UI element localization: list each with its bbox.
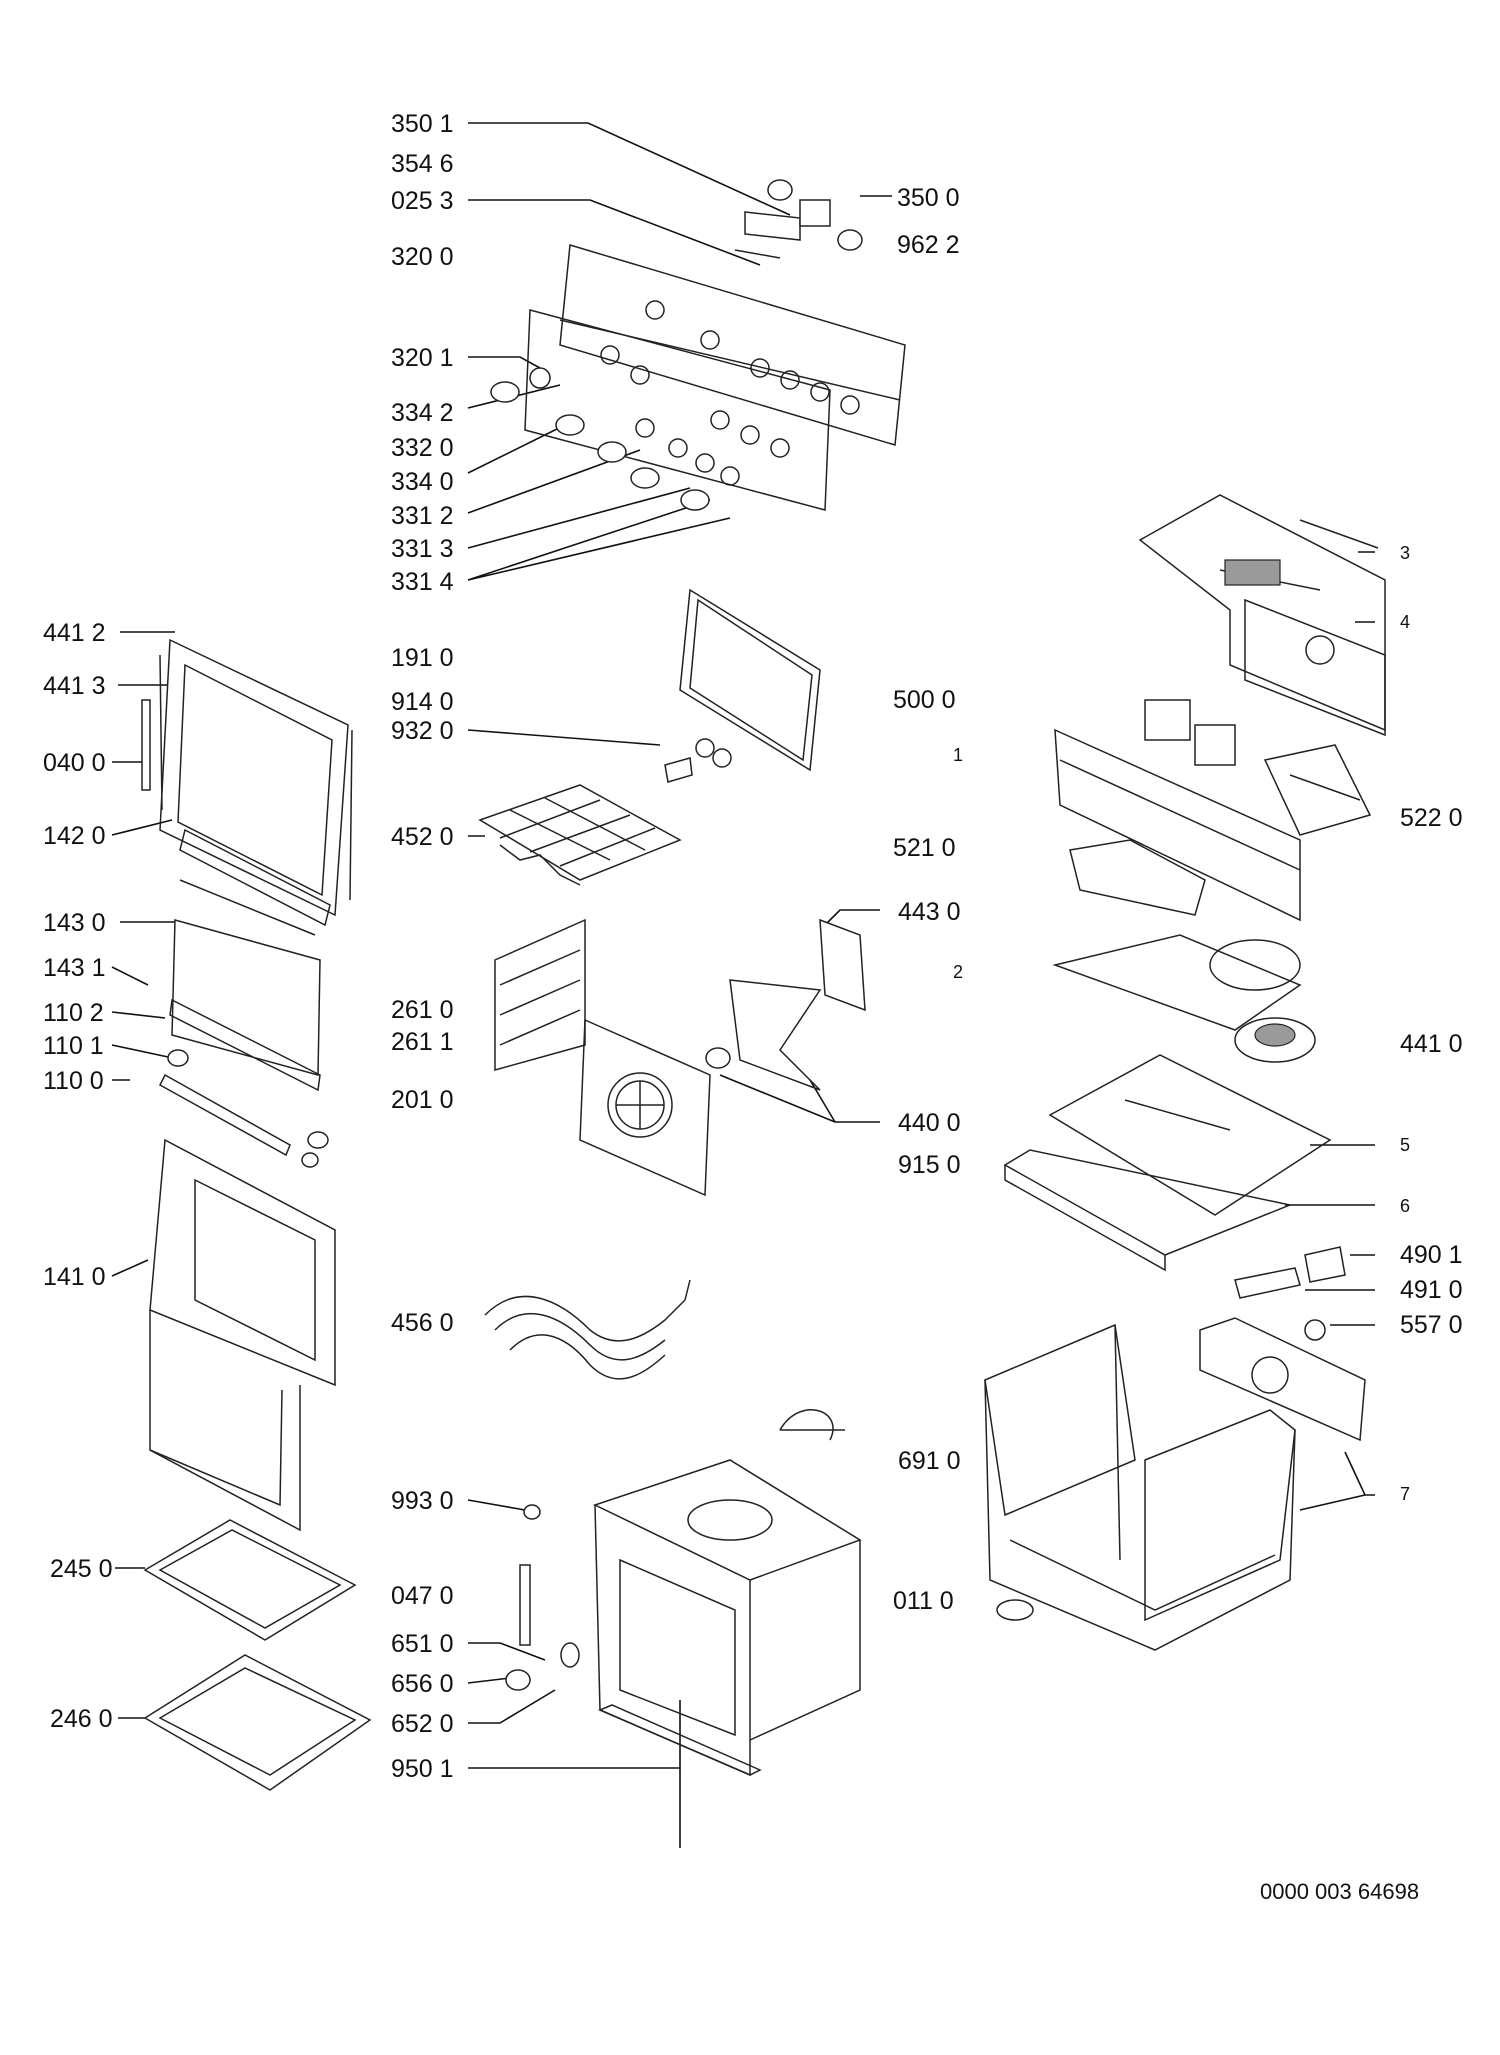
door-trim	[159, 1073, 291, 1157]
wire-shelf	[143, 1519, 357, 1641]
lamp-parts	[664, 738, 732, 783]
callout-441-2: 441 2	[43, 619, 106, 647]
callout-143-1: 143 1	[43, 954, 106, 982]
inner-door-glass	[171, 919, 321, 1076]
oven-carcass-frame	[984, 1323, 1296, 1651]
fan-motor-assembly	[705, 918, 866, 1091]
callout-246-0: 246 0	[50, 1705, 113, 1733]
document-code: 0000 003 64698	[1260, 1879, 1419, 1904]
oven-cavity	[593, 1459, 862, 1777]
callout-452-0: 452 0	[391, 823, 454, 851]
control-panel-back	[524, 309, 831, 511]
oven-lamp	[779, 1409, 845, 1441]
outer-door-glass	[159, 638, 349, 917]
callout-245-0: 245 0	[50, 1555, 113, 1583]
callout-500-0: 500 0	[893, 686, 956, 714]
door-frame	[149, 1138, 336, 1387]
callout-914-0: 914 0	[391, 688, 454, 716]
door-assembly	[141, 638, 353, 1532]
callout-950-1: 950 1	[391, 1755, 454, 1783]
grill-rack	[478, 784, 682, 886]
callout-4: 4	[1400, 612, 1410, 632]
small-fixings	[505, 1504, 580, 1691]
control-panel-assembly	[490, 179, 906, 511]
control-knobs	[490, 367, 740, 511]
callout-261-0: 261 0	[391, 996, 454, 1024]
callout-915-0: 915 0	[898, 1151, 961, 1179]
rear-panel-fan-cover	[579, 1018, 711, 1197]
callout-656-0: 656 0	[391, 1670, 454, 1698]
callout-142-0: 142 0	[43, 822, 106, 850]
callout-320-0: 320 0	[391, 243, 454, 271]
callout-456-0: 456 0	[391, 1309, 454, 1337]
callout-331-2: 331 2	[391, 502, 454, 530]
callout-047-0: 047 0	[391, 1582, 454, 1610]
baking-tray	[143, 1654, 372, 1791]
callout-441-0: 441 0	[1400, 1030, 1463, 1058]
callout-141-0: 141 0	[43, 1263, 106, 1291]
callout-2: 2	[953, 962, 963, 982]
callout-557-0: 557 0	[1400, 1311, 1463, 1339]
callout-350-0: 350 0	[897, 184, 960, 212]
heat-shield-plate	[1048, 1054, 1332, 1216]
callout-040-0: 040 0	[43, 749, 106, 777]
control-panel-front	[559, 244, 906, 446]
rear-electrical-panel	[1199, 1246, 1366, 1442]
fan-duct-housing	[1054, 728, 1301, 922]
callout-491-0: 491 0	[1400, 1276, 1463, 1304]
insulation-plate	[1003, 1149, 1293, 1272]
callout-334-2: 334 2	[391, 399, 454, 427]
panel-knob-holes	[600, 300, 860, 458]
callout-331-4: 331 4	[391, 568, 454, 596]
top-cover-plate	[1138, 494, 1386, 732]
callout-labels: 350 1 354 6 025 3 320 0 350 0 962 2 320 …	[43, 110, 1463, 1904]
callout-521-0: 521 0	[893, 834, 956, 862]
callout-440-0: 440 0	[898, 1109, 961, 1137]
callout-201-0: 201 0	[391, 1086, 454, 1114]
callout-691-0: 691 0	[898, 1447, 961, 1475]
leader-lines	[111, 122, 1375, 1848]
callout-110-1: 110 1	[43, 1032, 104, 1060]
callout-651-0: 651 0	[391, 1630, 454, 1658]
door-hinge	[141, 699, 151, 791]
callout-025-3: 025 3	[391, 187, 454, 215]
grill-element	[484, 1279, 691, 1380]
door-seal	[679, 588, 821, 772]
electronic-modules	[1144, 699, 1372, 836]
cooling-fan-assembly	[1052, 934, 1316, 1063]
callout-334-0: 334 0	[391, 468, 454, 496]
callout-3: 3	[1400, 543, 1410, 563]
callout-7: 7	[1400, 1484, 1410, 1504]
callout-1: 1	[953, 745, 963, 765]
timer-module	[734, 179, 863, 259]
callout-110-0: 110 0	[43, 1067, 104, 1095]
callout-354-6: 354 6	[391, 150, 454, 178]
callout-191-0: 191 0	[391, 644, 454, 672]
callout-331-3: 331 3	[391, 535, 454, 563]
callout-110-2: 110 2	[43, 999, 104, 1027]
side-rails	[494, 918, 586, 1071]
control-module	[1244, 598, 1386, 737]
callout-443-0: 443 0	[898, 898, 961, 926]
callout-011-0: 011 0	[893, 1587, 954, 1615]
callout-261-1: 261 1	[391, 1028, 454, 1056]
callout-522-0: 522 0	[1400, 804, 1463, 832]
callout-350-1: 350 1	[391, 110, 454, 138]
callout-441-3: 441 3	[43, 672, 106, 700]
callout-143-0: 143 0	[43, 909, 106, 937]
callout-652-0: 652 0	[391, 1710, 454, 1738]
callout-5: 5	[1400, 1135, 1410, 1155]
callout-490-1: 490 1	[1400, 1241, 1463, 1269]
callout-993-0: 993 0	[391, 1487, 454, 1515]
callout-320-1: 320 1	[391, 344, 454, 372]
callout-932-0: 932 0	[391, 717, 454, 745]
callout-332-0: 332 0	[391, 434, 454, 462]
callout-962-2: 962 2	[897, 231, 960, 259]
callout-6: 6	[1400, 1196, 1410, 1216]
